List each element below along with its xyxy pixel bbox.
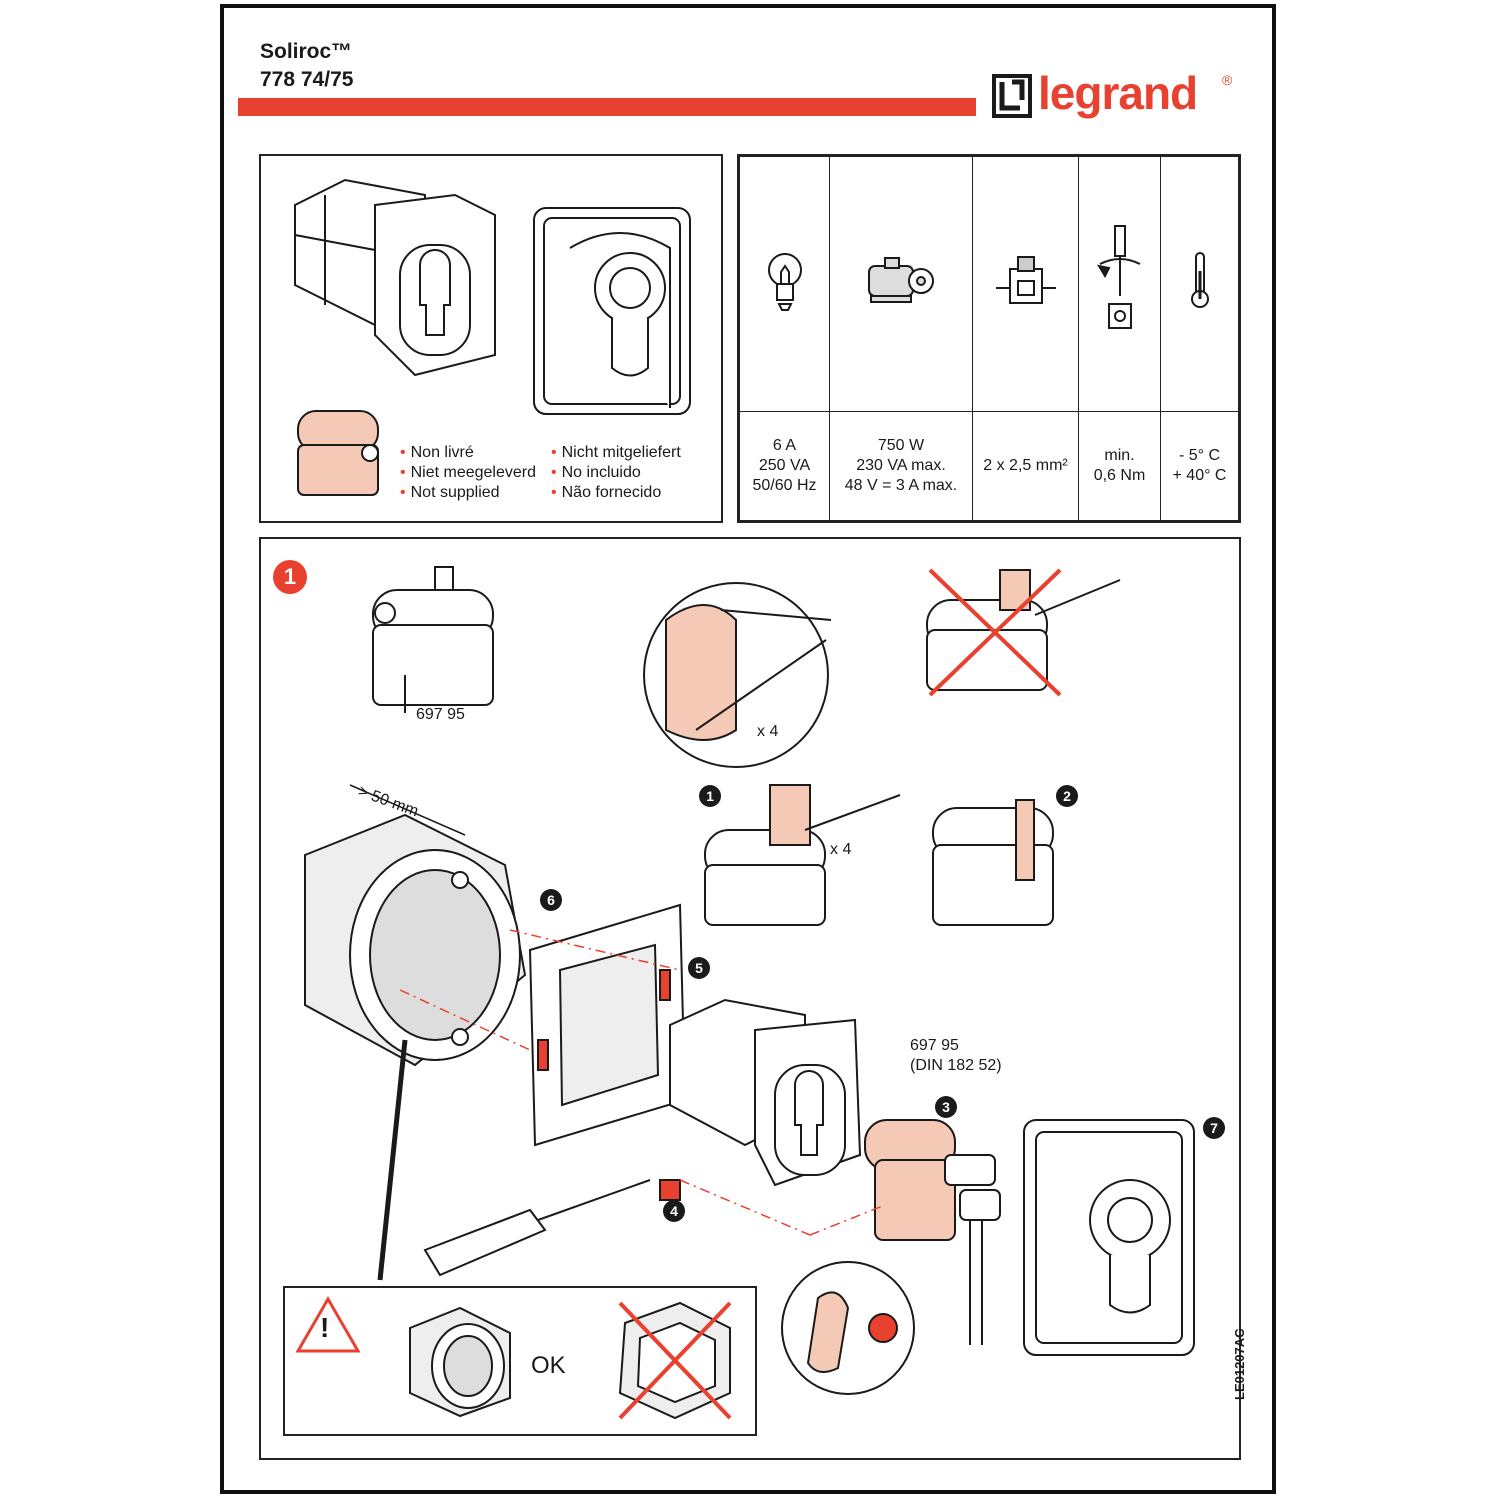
sub-step-badge-4: 4	[663, 1200, 685, 1222]
spec-wire-section: 2 x 2,5 mm²	[972, 411, 1079, 521]
spec-rating-current: 6 A 250 VA 50/60 Hz	[739, 411, 830, 521]
terminal-icon	[995, 256, 1056, 304]
screwdriver-illustration	[423, 1179, 681, 1277]
cylinder-keys-illustration	[864, 1119, 1001, 1345]
motor-icon	[868, 257, 934, 303]
cover-plate-illustration	[533, 207, 691, 415]
not-supplied-notes-right: •Nicht mitgeliefert •No incluido •Não fo…	[551, 444, 681, 501]
note-fr: Non livré	[410, 444, 474, 461]
round-box-ok-illustration	[409, 1306, 511, 1418]
brand-name: legrand	[1038, 67, 1198, 119]
sub-step-badge-6: 6	[540, 889, 562, 911]
installation-panel	[259, 537, 1241, 1460]
bulb-icon	[767, 253, 802, 311]
registered-mark: ®	[1222, 72, 1233, 88]
sub-step-badge-5: 5	[688, 957, 710, 979]
final-cover-plate-illustration	[1023, 1119, 1195, 1356]
header-red-bar	[238, 98, 976, 116]
specifications-panel: 6 A 250 VA 50/60 Hz 750 W 230 VA max. 48…	[737, 154, 1241, 523]
spec-torque: min. 0,6 Nm	[1078, 411, 1161, 521]
multiplier-label-top: x 4	[757, 723, 779, 740]
square-box-wrong-illustration	[618, 1301, 732, 1420]
spec-icon-cell	[829, 156, 973, 412]
cylinder-illustration	[372, 566, 494, 713]
detail-zoom-circle-bottom	[781, 1261, 915, 1395]
spec-icon-cell	[1078, 156, 1161, 412]
note-de: Nicht mitgeliefert	[561, 444, 681, 461]
note-es: No incluido	[561, 464, 641, 481]
cylinder-with-cam-illustration	[932, 799, 1054, 926]
din-reference-2: (DIN 182 52)	[910, 1057, 1002, 1074]
note-pt: Não fornecido	[561, 484, 662, 501]
thermometer-icon	[1190, 252, 1209, 308]
mechanism-illustration	[294, 178, 496, 377]
wrong-method-illustration	[926, 568, 1121, 697]
flush-box-illustration	[304, 784, 527, 1067]
screwdriver-torque-icon	[1096, 225, 1140, 329]
warning-panel: ! OK	[283, 1286, 757, 1436]
spec-icon-cell	[972, 156, 1079, 412]
support-frame-illustration	[528, 903, 687, 1147]
warning-icon	[295, 1295, 361, 1353]
sub-step-badge-1: 1	[699, 785, 721, 807]
note-nl: Niet meegeleverd	[410, 464, 537, 481]
product-panel	[259, 154, 723, 523]
key-cylinder-illustration	[297, 410, 379, 496]
warning-symbol: !	[320, 1312, 330, 1343]
sub-step-badge-2: 2	[1056, 785, 1078, 807]
product-title: Soliroc™ 778 74/75	[260, 38, 353, 94]
cylinder-cam-removal-illustration	[704, 784, 901, 926]
assembly-guide-lines	[377, 929, 886, 1281]
ok-label: OK	[531, 1352, 566, 1379]
mechanism-assembly-illustration	[669, 998, 862, 1187]
detail-zoom-circle	[643, 582, 832, 768]
spec-temperature: - 5° C + 40° C	[1160, 411, 1239, 521]
product-name: Soliroc™	[260, 40, 353, 63]
document-code: LE01207AC	[1232, 1328, 1247, 1400]
brand-logo: legrand ®	[992, 67, 1242, 132]
spec-icon-cell	[739, 156, 830, 412]
multiplier-label-bottom: x 4	[830, 841, 852, 858]
product-reference: 778 74/75	[260, 68, 354, 91]
step-number: 1	[273, 560, 307, 594]
spec-icon-cell	[1160, 156, 1239, 412]
sub-step-badge-7: 7	[1203, 1117, 1225, 1139]
specifications-table: 6 A 250 VA 50/60 Hz 750 W 230 VA max. 48…	[739, 156, 1239, 521]
din-reference-1: 697 95	[910, 1037, 959, 1054]
note-en: Not supplied	[410, 484, 500, 501]
not-supplied-notes-left: •Non livré •Niet meegeleverd •Not suppli…	[400, 444, 537, 501]
spec-rating-power: 750 W 230 VA max. 48 V = 3 A max.	[829, 411, 973, 521]
cylinder-reference: 697 95	[416, 706, 465, 723]
sub-step-badge-3: 3	[935, 1096, 957, 1118]
legrand-mark-icon	[992, 74, 1032, 118]
